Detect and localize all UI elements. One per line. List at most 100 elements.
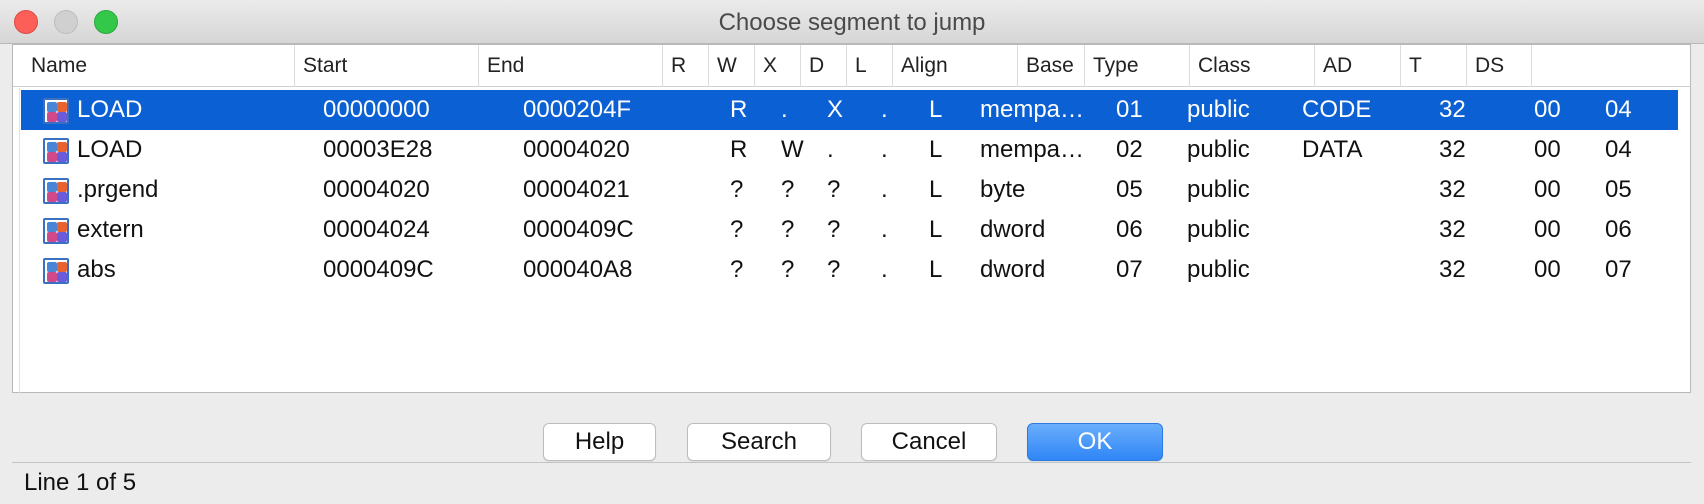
segment-icon-part [57,112,67,122]
cell-d: . [881,216,888,243]
cell-t: 00 [1534,216,1561,243]
cell-x: . [827,136,834,163]
cell-end: 00004021 [523,176,630,203]
column-header-end[interactable]: End [478,45,662,87]
zoom-window-button[interactable] [94,10,118,34]
cell-w: . [781,96,788,123]
segment-icon-part [47,182,57,192]
title-bar: Choose segment to jump [0,0,1704,44]
column-header-d[interactable]: D [800,45,846,87]
cancel-button[interactable]: Cancel [861,423,997,461]
cell-d: . [881,136,888,163]
cell-d: . [881,176,888,203]
cell-base: 05 [1116,176,1143,203]
segment-icon [43,138,69,164]
cell-ds: 06 [1605,216,1632,243]
cell-type: public [1187,176,1250,203]
segment-icon-part [47,192,57,202]
cell-align: mempa… [980,96,1085,123]
cell-name: abs [77,256,116,283]
cell-x: ? [827,256,841,283]
column-header-x[interactable]: X [754,45,800,87]
cell-l: L [929,256,943,283]
segment-icon-part [47,152,57,162]
cell-name: .prgend [77,176,159,203]
cell-w: ? [781,216,795,243]
column-header-w[interactable]: W [708,45,754,87]
segment-icon-part [57,222,67,232]
cell-t: 00 [1534,176,1561,203]
segment-icon-part [57,272,67,282]
column-header-name[interactable]: Name [31,54,88,77]
close-window-button[interactable] [14,10,38,34]
cell-ds: 05 [1605,176,1632,203]
segment-icon-part [57,232,67,242]
segment-icon-part [57,192,67,202]
segment-icon [43,218,69,244]
cell-align: dword [980,216,1046,243]
minimize-window-button[interactable] [54,10,78,34]
segment-icon-part [57,182,67,192]
cell-align: byte [980,176,1026,203]
column-header-r[interactable]: R [662,45,708,87]
table-left-edge [12,88,20,394]
column-header-ad[interactable]: AD [1314,45,1400,87]
segment-icon-part [57,102,67,112]
cell-ds: 04 [1605,96,1632,123]
cell-type: public [1187,256,1250,283]
cell-start: 00003E28 [323,136,433,163]
segments-table: Name Start End R W X D L Align Base Type… [12,44,1691,393]
cell-l: L [929,136,943,163]
segment-icon-part [47,142,57,152]
segment-icon-part [57,262,67,272]
cell-l: L [929,216,943,243]
help-button[interactable]: Help [543,423,656,461]
segment-icon-part [47,102,57,112]
column-header-l[interactable]: L [846,45,892,87]
cell-start: 00004020 [323,176,430,203]
cell-base: 06 [1116,216,1143,243]
cell-ad: 32 [1439,96,1466,123]
cell-w: ? [781,256,795,283]
cell-base: 02 [1116,136,1143,163]
segment-icon-part [47,232,57,242]
segment-icon-part [47,222,57,232]
cell-ad: 32 [1439,216,1466,243]
column-header-type[interactable]: Type [1084,45,1189,87]
column-header-start[interactable]: Start [294,45,478,87]
cell-class: DATA [1302,136,1363,163]
column-header-align[interactable]: Align [892,45,1017,87]
cell-x: X [827,96,844,123]
cell-w: W [781,136,804,163]
cell-d: . [881,256,888,283]
cell-ad: 32 [1439,136,1466,163]
segment-icon-part [47,272,57,282]
cell-end: 0000204F [523,96,632,123]
cell-start: 0000409C [323,256,434,283]
cell-name: LOAD [77,96,143,123]
cell-x: ? [827,176,841,203]
window-title: Choose segment to jump [718,9,986,36]
cell-name: extern [77,216,144,243]
cell-x: ? [827,216,841,243]
column-header-class[interactable]: Class [1189,45,1314,87]
ok-button[interactable]: OK [1027,423,1163,461]
search-button[interactable]: Search [687,423,831,461]
cell-start: 00004024 [323,216,430,243]
column-header-ds[interactable]: DS [1466,45,1532,87]
cell-ds: 04 [1605,136,1632,163]
cell-r: R [730,136,748,163]
cell-name: LOAD [77,136,143,163]
cell-align: mempa… [980,136,1085,163]
cell-r: ? [730,176,744,203]
segment-icon-part [47,112,57,122]
column-header-t[interactable]: T [1400,45,1466,87]
segment-icon-part [57,142,67,152]
column-header-base[interactable]: Base [1017,45,1084,87]
segment-icon [43,98,69,124]
